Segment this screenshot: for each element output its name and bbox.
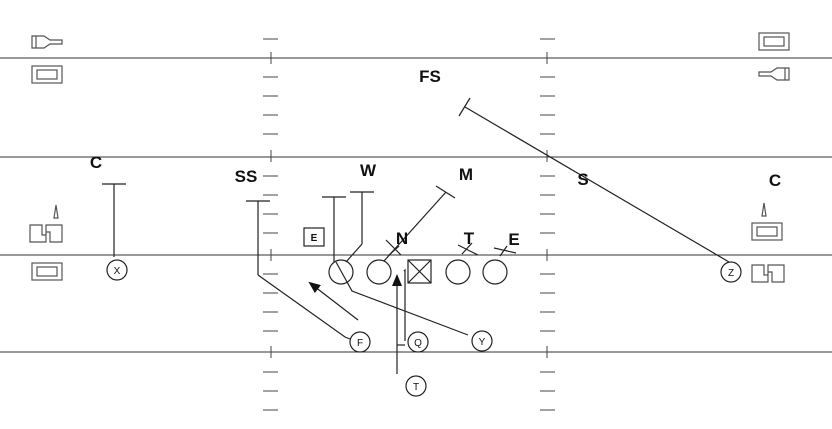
player-f: F (349, 331, 371, 353)
yard-number-mid-left (29, 204, 63, 281)
player-z: Z (720, 261, 742, 283)
player-q: Q (407, 331, 429, 353)
center-square (407, 259, 432, 284)
defender-fs: FS (419, 67, 441, 86)
player-x: X (106, 259, 128, 281)
yard-lines (0, 57, 832, 353)
defender-m: M (459, 165, 473, 184)
hash-marks-right (540, 38, 555, 411)
lineman-circle (366, 259, 392, 285)
player-y: Y (471, 330, 493, 352)
defender-e-box-label: E (311, 233, 318, 244)
player-x-label: X (114, 266, 121, 277)
yard-number-top-right (758, 32, 790, 81)
lineman-circle (445, 259, 471, 285)
hash-marks-left (263, 38, 278, 411)
player-t-back: T (405, 375, 427, 397)
defender-c-right: C (769, 171, 781, 190)
player-y-label: Y (479, 337, 486, 348)
defender-t: T (464, 229, 475, 248)
player-t-label: T (413, 382, 419, 393)
defender-s: S (577, 170, 588, 189)
yard-number-top-left (31, 35, 63, 84)
lineman-circle (328, 259, 354, 285)
player-q-label: Q (414, 338, 422, 349)
defender-n: N (396, 229, 408, 248)
player-z-label: Z (728, 268, 734, 279)
assignment-lines (102, 97, 730, 374)
offensive-line (328, 259, 508, 285)
defender-e: E (508, 230, 519, 249)
defender-e-box: E (303, 227, 325, 247)
lineman-circle (482, 259, 508, 285)
yard-number-mid-right (751, 202, 785, 283)
defender-w: W (360, 161, 377, 180)
defender-c-left: C (90, 153, 102, 172)
player-f-label: F (357, 338, 363, 349)
defender-ss: SS (235, 167, 258, 186)
defense-labels: C FS SS W M S C N T E (90, 67, 781, 249)
